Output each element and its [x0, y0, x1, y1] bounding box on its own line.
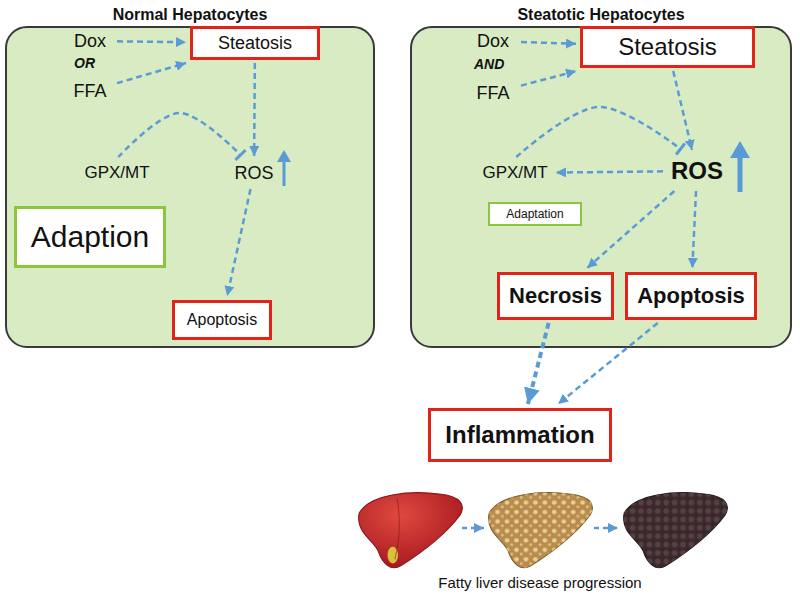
cell-panel: Normal HepatocytesDoxFFASteatosisGPX/MTR…	[5, 26, 375, 348]
inhibition-connector	[516, 107, 680, 157]
arrow-connector	[556, 171, 663, 172]
healthy-liver	[359, 493, 463, 568]
enzyme-label: GPX/MT	[478, 160, 552, 186]
arrow-connector	[673, 71, 692, 150]
arrow-connector	[528, 323, 549, 404]
adaptation-box: Adaption	[14, 206, 166, 268]
node-text: Dox	[477, 31, 509, 52]
node-text: Adaptation	[506, 207, 563, 221]
arrow-connector	[117, 63, 186, 83]
outcome-box: Apoptosis	[172, 300, 272, 340]
arrow-connector	[587, 191, 674, 268]
agent-label: FFA	[468, 80, 518, 106]
inhibition-connector	[118, 113, 240, 157]
node-text: Steatosis	[218, 33, 292, 54]
logic-label: OR	[74, 55, 95, 71]
node-text: FFA	[73, 81, 106, 102]
node-text: Steatosis	[618, 33, 717, 61]
node-text: Dox	[74, 31, 106, 52]
ros-label: ROS	[666, 154, 728, 188]
outcome-box: Inflammation	[428, 408, 612, 462]
up-arrow	[730, 141, 750, 192]
progression-arrow	[594, 527, 618, 530]
arrow-connector	[521, 42, 576, 44]
outcome-box: Necrosis	[497, 272, 614, 320]
panel-heading: Normal Hepatocytes	[7, 6, 373, 24]
arrow-connector	[692, 191, 696, 268]
logic-label: AND	[474, 56, 504, 72]
progression-arrow	[462, 527, 484, 530]
arrow-connector	[558, 323, 658, 404]
enzyme-label: GPX/MT	[80, 160, 154, 186]
arrow-connector	[521, 71, 576, 85]
node-text: GPX/MT	[482, 163, 547, 183]
agent-label: Dox	[468, 28, 518, 54]
outcome-box: Apoptosis	[625, 272, 757, 320]
node-text: Apoptosis	[187, 311, 257, 329]
node-text: GPX/MT	[84, 163, 149, 183]
node-text: Inflammation	[445, 421, 594, 449]
node-text: Apoptosis	[637, 283, 745, 309]
node-text: Adaption	[31, 220, 149, 254]
up-arrow	[277, 150, 291, 186]
adaptation-box: Adaptation	[488, 202, 582, 226]
cell-panel: Steatotic HepatocytesDoxFFASteatosisGPX/…	[410, 26, 792, 348]
agent-label: Dox	[66, 28, 114, 54]
outcome-box: Steatosis	[580, 26, 755, 68]
arrow-connector	[227, 189, 250, 296]
cirrhotic-liver	[624, 493, 728, 568]
fatty-liver	[489, 493, 593, 568]
agent-label: FFA	[66, 78, 114, 104]
node-text: Necrosis	[509, 283, 602, 309]
node-text: FFA	[476, 83, 509, 104]
node-text: ROS	[671, 157, 723, 185]
outcome-box: Steatosis	[190, 26, 320, 60]
arrow-connector	[253, 63, 256, 156]
ros-label: ROS	[230, 160, 278, 186]
figure-caption: Fatty liver disease progression	[380, 574, 700, 591]
panel-heading: Steatotic Hepatocytes	[412, 6, 790, 24]
node-text: ROS	[234, 163, 273, 184]
arrow-connector	[117, 40, 186, 43]
